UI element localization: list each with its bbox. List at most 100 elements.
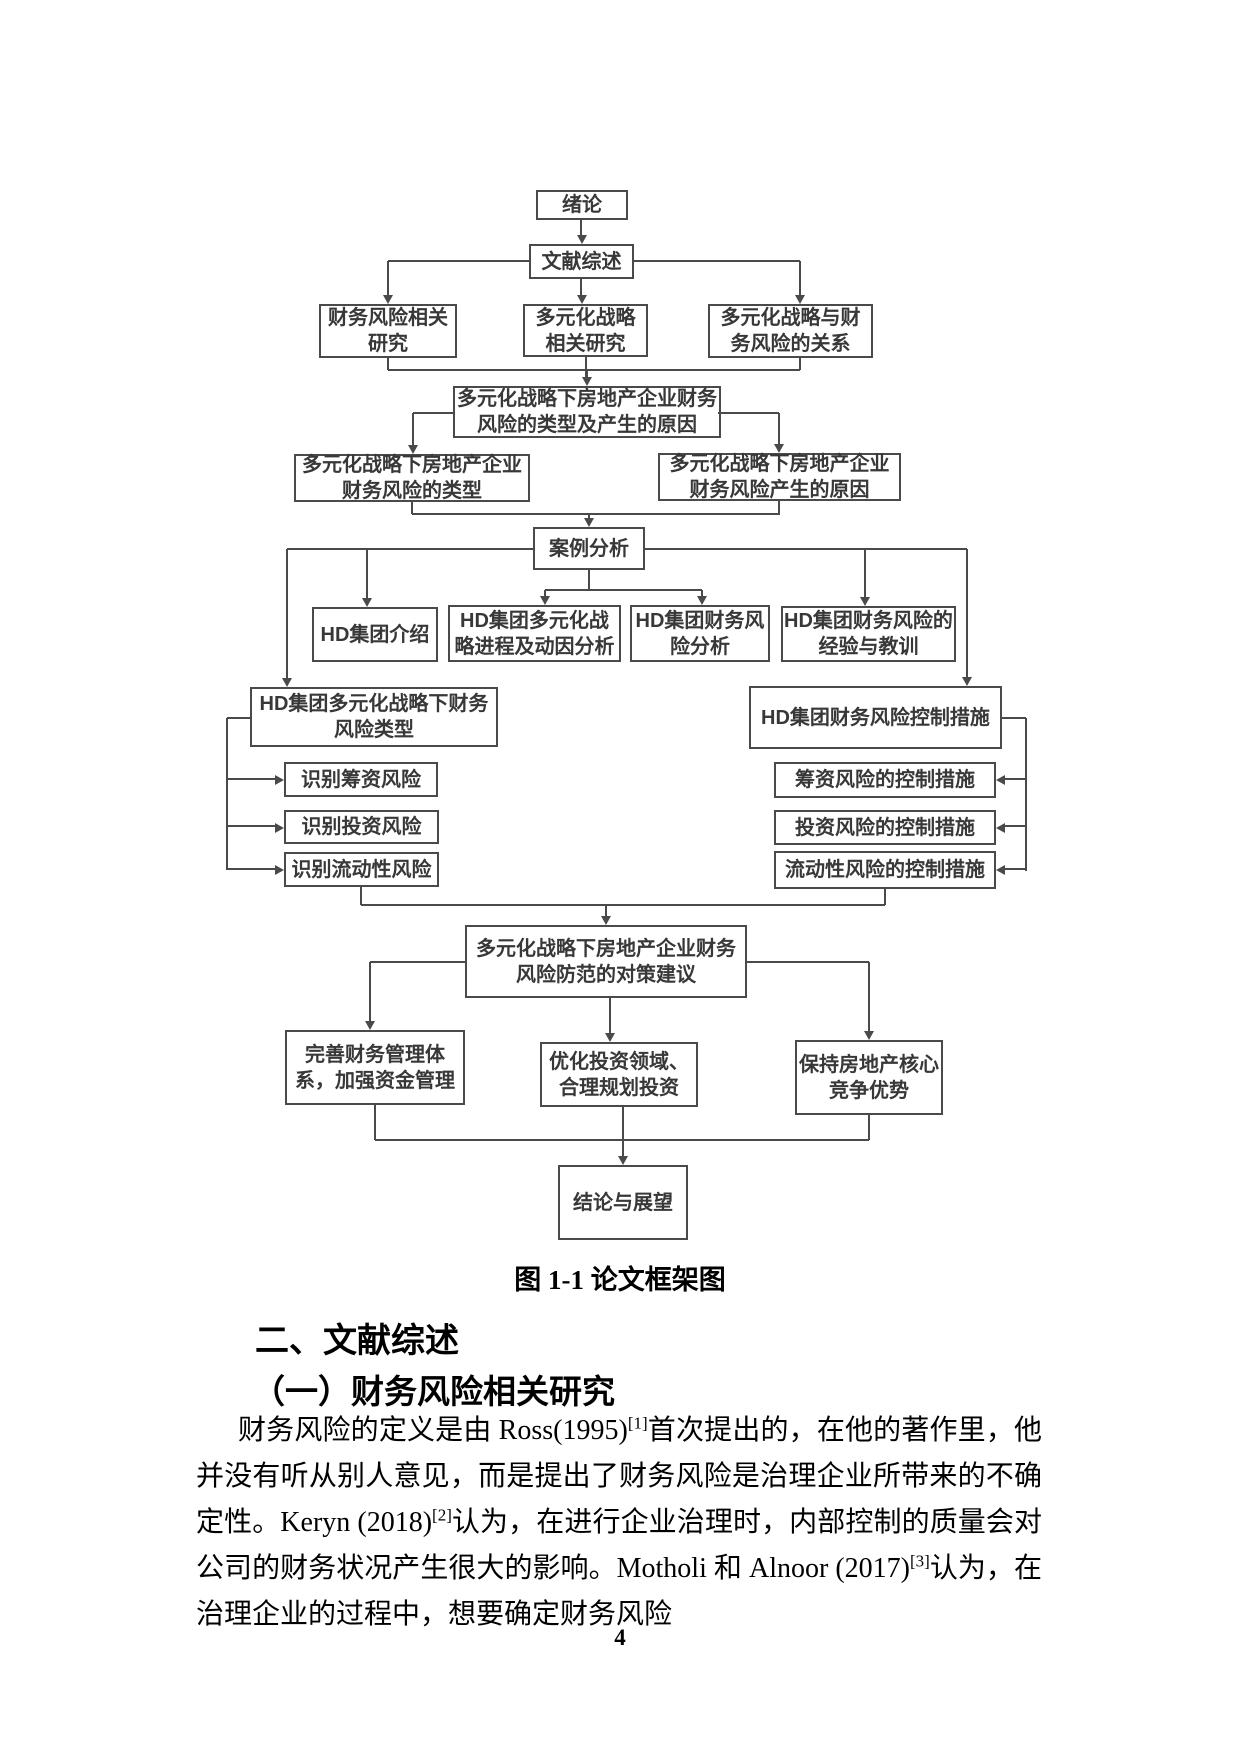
flow-node-identify-financing-risk: 识别筹资风险 xyxy=(284,762,438,797)
flow-connector-line xyxy=(1004,868,1026,870)
citation-2: [2] xyxy=(432,1505,452,1525)
flow-connector-line xyxy=(605,905,607,918)
flow-arrowhead-icon xyxy=(540,596,550,605)
section-heading: 二、文献综述 xyxy=(255,1322,459,1360)
flow-arrowhead-icon xyxy=(275,823,284,833)
flow-connector-line xyxy=(226,718,228,870)
figure-caption: 图 1-1 论文框架图 xyxy=(514,1265,726,1295)
paragraph-segment: 首次提出的，在他的著作里，他并没有听从别人意见，而是提出了财务风险是治理企业所带… xyxy=(196,1415,1042,1538)
flow-node-hd-risk-types: HD集团多元化战略下财务风险类型 xyxy=(250,687,498,747)
flow-connector-line xyxy=(622,1107,624,1158)
flow-arrowhead-icon xyxy=(860,597,870,606)
flow-node-financial-risk-research: 财务风险相关研究 xyxy=(319,304,457,358)
flow-arrowhead-icon xyxy=(582,377,592,386)
flow-connector-line xyxy=(361,904,885,906)
flow-connector-line xyxy=(966,549,968,679)
flow-arrowhead-icon xyxy=(408,445,418,454)
flow-node-relation-research: 多元化战略与财务风险的关系 xyxy=(708,304,873,358)
flow-node-diversification-research: 多元化战略相关研究 xyxy=(523,304,648,357)
flow-connector-line xyxy=(580,279,582,297)
flow-connector-line xyxy=(227,717,250,719)
flow-connector-line xyxy=(545,589,702,591)
flow-arrowhead-icon xyxy=(618,1156,628,1165)
flow-node-investment-risk-control: 投资风险的控制措施 xyxy=(774,810,996,845)
flow-arrowhead-icon xyxy=(601,916,611,925)
flow-arrowhead-icon xyxy=(996,823,1005,833)
flow-node-optimize-investment: 优化投资领域、合理规划投资 xyxy=(540,1042,698,1107)
flow-connector-line xyxy=(586,370,588,379)
flow-connector-line xyxy=(868,1115,870,1140)
flow-connector-line xyxy=(747,961,869,963)
flow-connector-line xyxy=(227,868,275,870)
flow-connector-line xyxy=(585,357,587,379)
flow-connector-line xyxy=(1002,717,1026,719)
body-paragraph: 财务风险的定义是由 Ross(1995)[1]首次提出的，在他的著作里，他并没有… xyxy=(196,1408,1042,1638)
flow-connector-line xyxy=(411,502,413,514)
flow-arrowhead-icon xyxy=(996,865,1005,875)
paragraph-segment: 认为，在进行企业治理时，内部控制的质量会对公司的财务状况产生很大的影响。Moth… xyxy=(196,1507,1042,1584)
flow-connector-line xyxy=(286,549,288,680)
flow-connector-line xyxy=(1025,718,1027,871)
flow-connector-line xyxy=(1004,778,1026,780)
flow-connector-line xyxy=(778,413,780,446)
flow-connector-line xyxy=(387,261,389,297)
flow-connector-line xyxy=(588,570,590,590)
flow-arrowhead-icon xyxy=(275,775,284,785)
flow-node-literature-review: 文献综述 xyxy=(529,244,634,279)
citation-3: [3] xyxy=(909,1551,930,1571)
flow-node-countermeasures: 多元化战略下房地产企业财务风险防范的对策建议 xyxy=(465,925,747,998)
flow-connector-line xyxy=(387,358,389,370)
flow-node-conclusion-outlook: 结论与展望 xyxy=(558,1165,688,1240)
flow-node-identify-liquidity-risk: 识别流动性风险 xyxy=(284,852,439,887)
flow-node-hd-risk-analysis: HD集团财务风险分析 xyxy=(630,605,770,662)
flow-connector-line xyxy=(799,357,801,370)
page-number: 4 xyxy=(614,1625,626,1650)
flow-arrowhead-icon xyxy=(864,1031,874,1040)
flow-connector-line xyxy=(868,962,870,1033)
framework-flowchart: 绪论 文献综述 财务风险相关研究 多元化战略相关研究 多元化战略与财务风险的关系… xyxy=(226,190,1027,1240)
flow-node-risk-types-and-causes: 多元化战略下房地产企业财务风险的类型及产生的原因 xyxy=(453,386,721,438)
flow-connector-line xyxy=(580,218,582,240)
flow-connector-line xyxy=(374,1105,376,1140)
flow-node-hd-diversification-process: HD集团多元化战略进程及动因分析 xyxy=(448,605,621,662)
flow-connector-line xyxy=(227,825,275,827)
flow-connector-line xyxy=(799,261,801,297)
flow-connector-line xyxy=(369,962,371,1023)
flow-arrowhead-icon xyxy=(996,775,1005,785)
flow-node-identify-investment-risk: 识别投资风险 xyxy=(284,810,439,844)
flow-node-maintain-competitiveness: 保持房地产核心竞争优势 xyxy=(795,1040,943,1115)
flow-connector-line xyxy=(718,412,779,414)
flow-arrowhead-icon xyxy=(795,295,805,304)
flow-arrowhead-icon xyxy=(365,1021,375,1030)
flow-connector-line xyxy=(412,413,414,447)
flow-arrowhead-icon xyxy=(383,295,393,304)
flow-arrowhead-icon xyxy=(362,598,372,607)
flow-connector-line xyxy=(588,514,590,520)
flow-arrowhead-icon xyxy=(275,865,284,875)
flow-connector-line xyxy=(388,369,800,371)
subsection-heading: （一）财务风险相关研究 xyxy=(252,1373,615,1410)
flow-arrowhead-icon xyxy=(605,1033,615,1042)
flow-node-hd-risk-control: HD集团财务风险控制措施 xyxy=(749,686,1002,749)
flow-node-improve-financial-mgmt: 完善财务管理体系，加强资金管理 xyxy=(285,1030,465,1105)
flow-connector-line xyxy=(609,998,611,1035)
flow-connector-line xyxy=(864,549,866,599)
paragraph-segment: 财务风险的定义是由 Ross(1995) xyxy=(238,1415,628,1446)
citation-1: [1] xyxy=(627,1413,648,1433)
flow-node-financing-risk-control: 筹资风险的控制措施 xyxy=(774,762,996,798)
flow-node-liquidity-risk-control: 流动性风险的控制措施 xyxy=(774,851,996,889)
flow-connector-line xyxy=(227,778,275,780)
flow-node-introduction: 绪论 xyxy=(536,190,628,220)
flow-node-risk-causes: 多元化战略下房地产企业财务风险产生的原因 xyxy=(658,453,901,501)
flow-connector-line xyxy=(778,500,780,514)
flow-node-risk-types: 多元化战略下房地产企业财务风险的类型 xyxy=(294,454,530,502)
flow-arrowhead-icon xyxy=(577,295,587,304)
flow-connector-line xyxy=(544,590,546,598)
flow-arrowhead-icon xyxy=(962,677,972,686)
flow-connector-line xyxy=(645,548,967,550)
flow-connector-line xyxy=(366,549,368,600)
flow-node-case-analysis: 案例分析 xyxy=(533,527,645,570)
flow-connector-line xyxy=(413,412,455,414)
flow-connector-line xyxy=(287,548,533,550)
